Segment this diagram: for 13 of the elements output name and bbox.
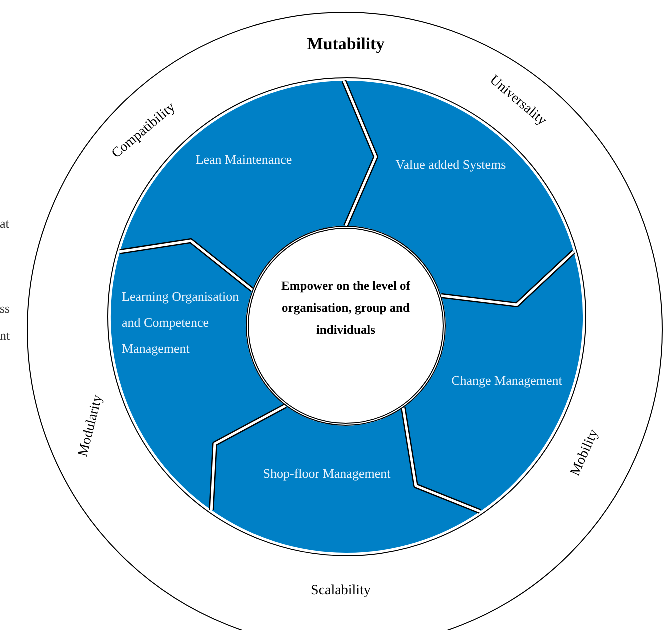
segment-label: Learning Organisation and Competence Management: [122, 289, 240, 356]
segment-label: Shop-floor Management: [263, 466, 391, 481]
cut-off-text: at: [0, 215, 10, 233]
cut-off-text: nt: [0, 327, 10, 345]
ring-label: Scalability: [311, 582, 371, 600]
ring-label: Mutability: [307, 33, 385, 56]
segment-label: Change Management: [452, 373, 562, 388]
cut-off-text: ss: [0, 300, 10, 318]
ring-segment: [212, 406, 480, 553]
segment-label: Value added Systems: [396, 157, 506, 172]
outer-ring: [27, 12, 663, 630]
segment-label: Lean Maintenance: [196, 152, 292, 167]
center-text: Empower on the level of organisation, group and individuals: [280, 278, 412, 339]
